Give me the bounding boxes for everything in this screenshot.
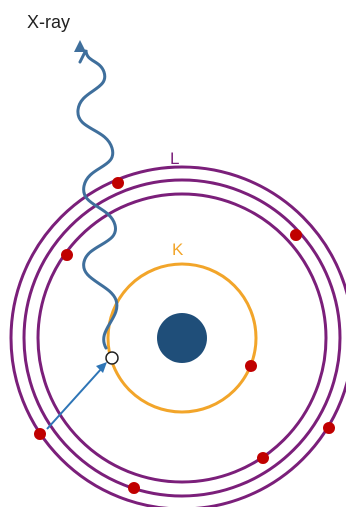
transition-arrowhead bbox=[96, 362, 107, 373]
k-shell-vacancy bbox=[105, 351, 119, 365]
electron-l-2 bbox=[290, 229, 302, 241]
xray-wave-arrowhead bbox=[74, 40, 86, 52]
xray-wave-arrow bbox=[76, 49, 119, 350]
shell-l-ring-middle bbox=[22, 178, 342, 498]
nucleus bbox=[157, 313, 207, 363]
shell-l-label: L bbox=[170, 149, 179, 168]
electron-l-7 bbox=[128, 482, 140, 494]
shell-k-label: K bbox=[172, 240, 184, 259]
electron-l-6 bbox=[257, 452, 269, 464]
xray-label: X-ray bbox=[27, 12, 70, 32]
electron-k-1 bbox=[245, 360, 257, 372]
electron-l-3 bbox=[61, 249, 73, 261]
shell-l-ring-inner bbox=[36, 192, 328, 484]
shell-l-ring-outer bbox=[9, 165, 346, 507]
electron-l-1 bbox=[112, 177, 124, 189]
electron-l-4 bbox=[34, 428, 46, 440]
shell-k-ring bbox=[106, 262, 258, 414]
electron-l-5 bbox=[323, 422, 335, 434]
transition-arrow bbox=[46, 367, 103, 430]
